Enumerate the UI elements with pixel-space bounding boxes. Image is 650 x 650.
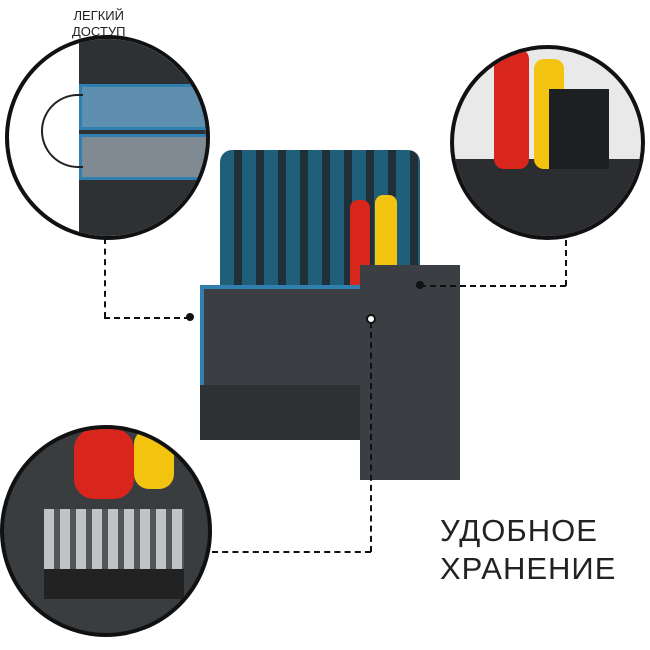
detail-circle-access [5, 35, 210, 240]
connector-line [370, 322, 372, 552]
label-line: ЛЕГКИЙ [73, 8, 124, 23]
connector-line [420, 285, 566, 287]
connector-line [212, 551, 371, 553]
rotate-arrow-icon [41, 94, 83, 168]
connector-dot [416, 281, 424, 289]
tool-organizer-product [200, 150, 465, 480]
detail-circle-bits [0, 425, 212, 637]
storage-label: УДОБНОЕ ХРАНЕНИЕ [440, 512, 616, 588]
connector-line [104, 317, 190, 319]
label-line: УДОБНОЕ [440, 513, 598, 548]
detail-circle-hex-keys [450, 45, 645, 240]
label-line: ХРАНЕНИЕ [440, 551, 617, 586]
connector-dot [186, 313, 194, 321]
connector-line [104, 238, 106, 318]
connector-line [565, 240, 567, 286]
